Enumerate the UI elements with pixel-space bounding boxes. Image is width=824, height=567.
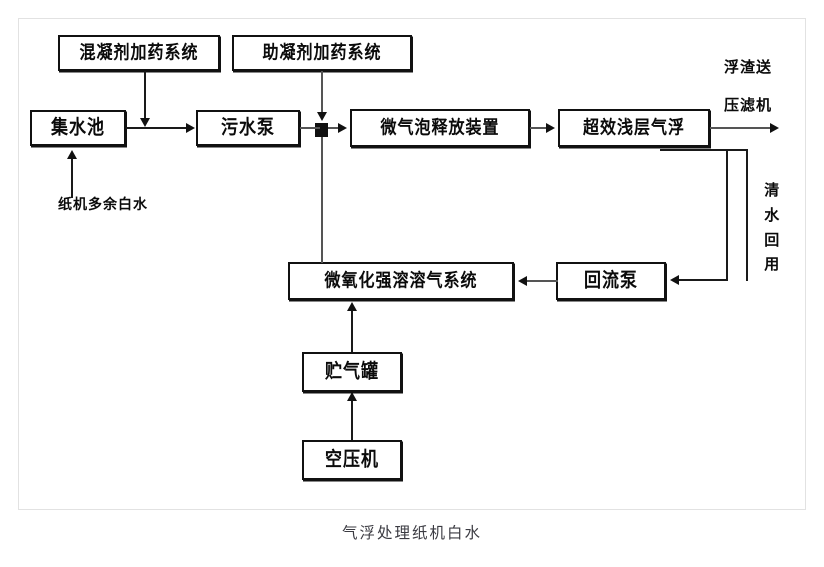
label-influent: 纸机多余白水 [58, 197, 148, 213]
figure-caption: 气浮处理纸机白水 [341, 524, 482, 542]
node-collection-tank-label: 集水池 [51, 116, 105, 139]
label-scum-outlet-line2: 压滤机 [724, 96, 773, 114]
connector-sewage-pump-to-junction [300, 127, 320, 129]
arrow-flocculant-aid-dosing-drop [317, 112, 327, 121]
node-gas-storage-tank-label: 贮气罐 [325, 360, 379, 383]
connector-collection-tank-to-sewage-pump [126, 127, 188, 129]
arrow-air-compressor-to-gas-tank [347, 392, 357, 401]
connector-flocculant-aid-dosing-drop [321, 71, 323, 115]
node-air-compressor-label: 空压机 [325, 448, 379, 471]
node-collection-tank[interactable]: 集水池 [30, 110, 126, 146]
node-sewage-pump[interactable]: 污水泵 [196, 110, 300, 146]
connector-dissolved-air-system-up-to-junction [321, 137, 323, 263]
arrow-into-return-pump [670, 275, 679, 285]
arrow-collection-tank-to-sewage-pump [186, 123, 195, 133]
connector-flotation-bottom-run [660, 149, 728, 151]
connector-influent-to-collection-tank [71, 158, 73, 198]
node-flocculant-aid-dosing[interactable]: 助凝剂加药系统 [232, 35, 412, 71]
node-return-pump-label: 回流泵 [584, 269, 638, 292]
connector-microbubble-device-to-flotation [530, 127, 548, 129]
connector-junction-to-microbubble-device [328, 127, 340, 129]
label-scum-outlet-line1: 浮渣送 [724, 58, 773, 76]
valve-junction-symbol [315, 123, 328, 137]
node-dissolved-air-system[interactable]: 微氧化强溶溶气系统 [288, 262, 514, 300]
node-air-compressor[interactable]: 空压机 [302, 440, 402, 480]
node-shallow-air-flotation-label: 超效浅层气浮 [582, 116, 685, 139]
connector-coagulant-dosing-drop [144, 71, 146, 119]
node-coagulant-dosing-label: 混凝剂加药系统 [79, 41, 199, 64]
arrow-coagulant-dosing-drop [140, 118, 150, 127]
connector-flotation-down-to-return-pump [726, 149, 728, 281]
connector-into-return-pump [678, 279, 728, 281]
arrow-flotation-to-scum-outlet [770, 123, 779, 133]
node-gas-storage-tank[interactable]: 贮气罐 [302, 352, 402, 392]
node-coagulant-dosing[interactable]: 混凝剂加药系统 [58, 35, 220, 71]
arrow-microbubble-device-to-flotation [546, 123, 555, 133]
node-microbubble-release-device-label: 微气泡释放装置 [380, 116, 500, 139]
arrow-influent-to-collection-tank [67, 150, 77, 159]
node-sewage-pump-label: 污水泵 [221, 116, 275, 139]
label-clean-water-reuse: 清水回用 [764, 181, 780, 274]
node-flocculant-aid-dosing-label: 助凝剂加药系统 [262, 41, 382, 64]
connector-clean-water-reuse-top [726, 149, 748, 151]
connector-air-compressor-to-gas-tank [351, 400, 353, 440]
node-return-pump[interactable]: 回流泵 [556, 262, 666, 300]
arrow-return-pump-to-dissolved-air-system [518, 276, 527, 286]
arrow-gas-tank-to-dissolved-air-system [347, 302, 357, 311]
node-shallow-air-flotation[interactable]: 超效浅层气浮 [558, 109, 710, 147]
arrow-junction-to-microbubble-device [338, 123, 347, 133]
connector-gas-tank-to-dissolved-air-system [351, 310, 353, 352]
node-dissolved-air-system-label: 微氧化强溶溶气系统 [324, 269, 478, 292]
connector-flotation-to-scum-outlet [710, 127, 772, 129]
connector-return-pump-to-dissolved-air-system [526, 280, 558, 282]
node-microbubble-release-device[interactable]: 微气泡释放装置 [350, 109, 530, 147]
connector-clean-water-reuse-line [746, 149, 748, 281]
